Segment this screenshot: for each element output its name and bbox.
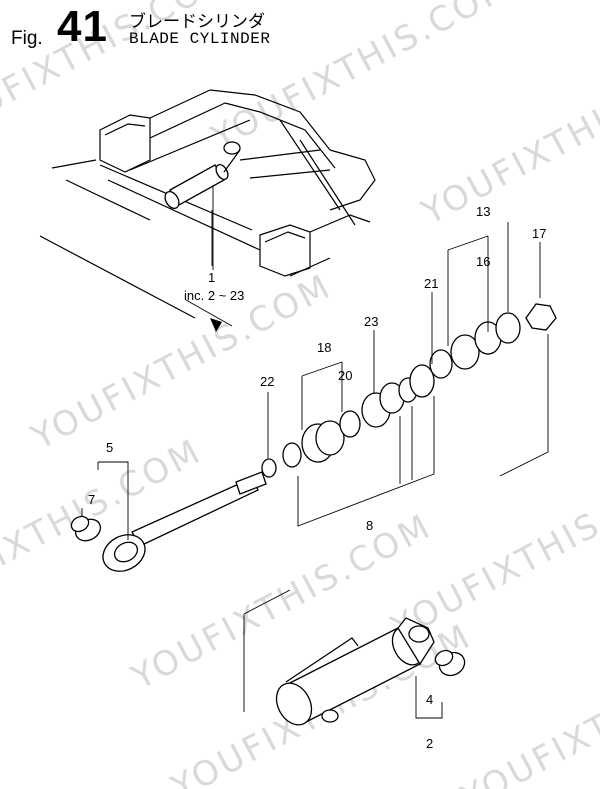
- callout-5: 5: [106, 440, 113, 455]
- callout-13: 13: [476, 204, 490, 219]
- callout-7: 7: [88, 492, 95, 507]
- gland-and-seals: [261, 303, 557, 478]
- view-arrow: [210, 318, 222, 332]
- cylinder-tube-assembly: [275, 617, 466, 726]
- callout-2: 2: [426, 736, 433, 751]
- callout-4: 4: [426, 692, 433, 707]
- callout-16: 16: [476, 254, 490, 269]
- callout-21: 21: [424, 276, 438, 291]
- title-english: BLADE CYLINDER: [129, 30, 271, 48]
- leader-lines: [81, 210, 549, 719]
- inset-cut-line: [185, 299, 233, 327]
- callout-23: 23: [364, 314, 378, 329]
- callout-1: 1: [208, 270, 215, 285]
- callout-17: 17: [532, 226, 546, 241]
- callout-inc: inc. 2 ~ 23: [184, 288, 244, 303]
- piston-rod-assembly: [70, 471, 267, 572]
- watermark-4: YOUFIXTHIS.COM: [25, 266, 339, 458]
- callout-18: 18: [317, 340, 331, 355]
- callout-20: 20: [338, 368, 352, 383]
- location-inset: [39, 89, 376, 319]
- callout-22: 22: [260, 374, 274, 389]
- fig-prefix: Fig.: [11, 28, 43, 49]
- fig-number: 41: [57, 2, 108, 51]
- callout-8: 8: [366, 518, 373, 533]
- watermark-3: YOUFIXTHIS.COM: [415, 41, 600, 233]
- title-japanese: ブレードシリンダ: [129, 12, 265, 32]
